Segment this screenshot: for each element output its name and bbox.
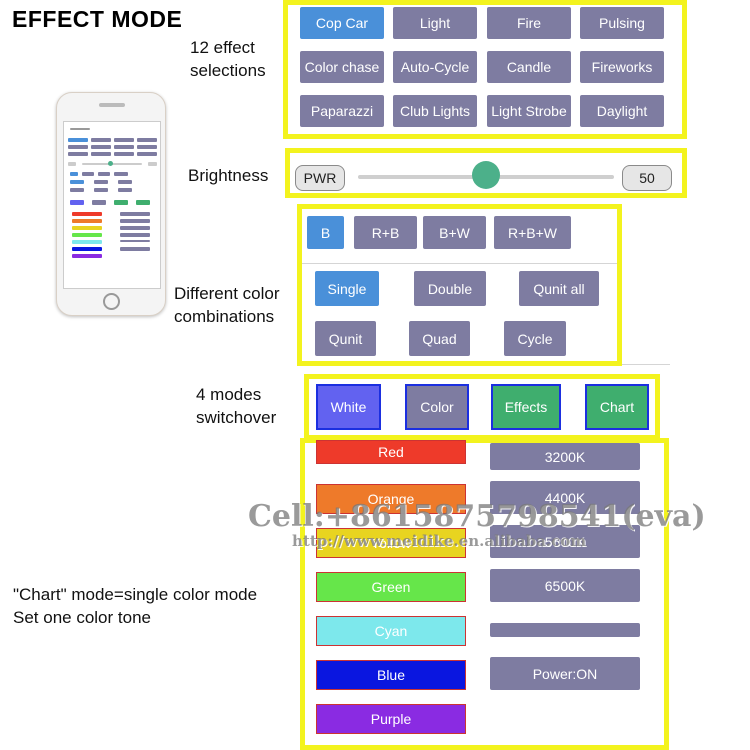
pattern-qunit-button[interactable]: Qunit — [315, 321, 376, 356]
chart-mode-label-line2: Set one color tone — [13, 608, 151, 627]
color-red-button[interactable]: Red — [316, 440, 466, 464]
color-green-button[interactable]: Green — [316, 572, 466, 602]
channel-bw-button[interactable]: B+W — [423, 216, 486, 249]
page-title: EFFECT MODE — [12, 6, 183, 32]
effect-cop-car-button[interactable]: Cop Car — [300, 7, 384, 39]
brightness-panel: PWR 50 — [285, 148, 687, 198]
color-orange-button[interactable]: Orange — [316, 484, 466, 514]
effect-light-strobe-button[interactable]: Light Strobe — [487, 95, 571, 127]
brightness-value: 50 — [622, 165, 672, 191]
phone-screen — [63, 121, 161, 289]
temp-6500k-button[interactable]: 6500K — [490, 569, 640, 602]
phone-home-button — [103, 293, 120, 310]
temp-power-on-button[interactable]: Power:ON — [490, 657, 640, 690]
effect-light-button[interactable]: Light — [393, 7, 477, 39]
brightness-label: Brightness — [188, 166, 269, 185]
chart-mode-label-line1: "Chart" mode=single color mode — [13, 585, 258, 604]
pattern-qunit-all-button[interactable]: Qunit all — [519, 271, 599, 306]
mode-white-button[interactable]: White — [316, 384, 381, 430]
modes-label: 4 modes switchover — [196, 383, 276, 429]
mode-chart-button[interactable]: Chart — [585, 384, 649, 430]
pattern-double-button[interactable]: Double — [414, 271, 486, 306]
channel-rb-button[interactable]: R+B — [354, 216, 417, 249]
temp-5600k-button[interactable]: 5600K — [490, 525, 640, 558]
watermark-phone: Cell:+8615875798541(eva) — [248, 499, 706, 534]
brightness-slider-thumb[interactable] — [472, 161, 500, 189]
temp-blank-button[interactable] — [490, 623, 640, 637]
combinations-label-line1: Different color — [174, 284, 280, 303]
modes-label-line1: 4 modes — [196, 385, 262, 404]
pattern-single-button[interactable]: Single — [315, 271, 379, 306]
divider — [302, 263, 617, 264]
effect-fire-button[interactable]: Fire — [487, 7, 571, 39]
temp-4400k-button[interactable]: 4400K — [490, 481, 640, 514]
channel-rbw-button[interactable]: R+B+W — [494, 216, 571, 249]
modes-panel: White Color Effects Chart — [304, 374, 660, 440]
mode-color-button[interactable]: Color — [405, 384, 469, 430]
channel-b-button[interactable]: B — [307, 216, 344, 249]
pattern-cycle-button[interactable]: Cycle — [504, 321, 566, 356]
effect-paparazzi-button[interactable]: Paparazzi — [300, 95, 384, 127]
chart-mode-label: "Chart" mode=single color mode Set one c… — [13, 583, 257, 629]
effect-club-lights-button[interactable]: Club Lights — [393, 95, 477, 127]
mode-effects-button[interactable]: Effects — [491, 384, 561, 430]
color-purple-button[interactable]: Purple — [316, 704, 466, 734]
combinations-panel: B R+B B+W R+B+W Single Double Qunit all … — [297, 204, 622, 366]
watermark-url: http://www.meidike.en.alibaba.com — [292, 532, 587, 550]
color-yellow-button[interactable]: Yellow — [316, 528, 466, 558]
phone-illustration — [56, 92, 166, 316]
effect-color-chase-button[interactable]: Color chase — [300, 51, 384, 83]
divider-right — [622, 364, 670, 365]
effect-fireworks-button[interactable]: Fireworks — [580, 51, 664, 83]
color-cyan-button[interactable]: Cyan — [316, 616, 466, 646]
power-button[interactable]: PWR — [295, 165, 345, 191]
effect-auto-cycle-button[interactable]: Auto-Cycle — [393, 51, 477, 83]
temp-3200k-button[interactable]: 3200K — [490, 443, 640, 470]
effect-candle-button[interactable]: Candle — [487, 51, 571, 83]
effect-pulsing-button[interactable]: Pulsing — [580, 7, 664, 39]
phone-speaker — [99, 103, 125, 107]
modes-label-line2: switchover — [196, 408, 277, 427]
effects-label: 12 effect selections — [190, 36, 266, 82]
effects-label-line2: selections — [190, 61, 266, 80]
effects-label-line1: 12 effect — [190, 38, 255, 57]
effect-daylight-button[interactable]: Daylight — [580, 95, 664, 127]
combinations-label-line2: combinations — [174, 307, 275, 326]
pattern-quad-button[interactable]: Quad — [409, 321, 470, 356]
combinations-label: Different color combinations — [174, 282, 280, 328]
color-blue-button[interactable]: Blue — [316, 660, 466, 690]
